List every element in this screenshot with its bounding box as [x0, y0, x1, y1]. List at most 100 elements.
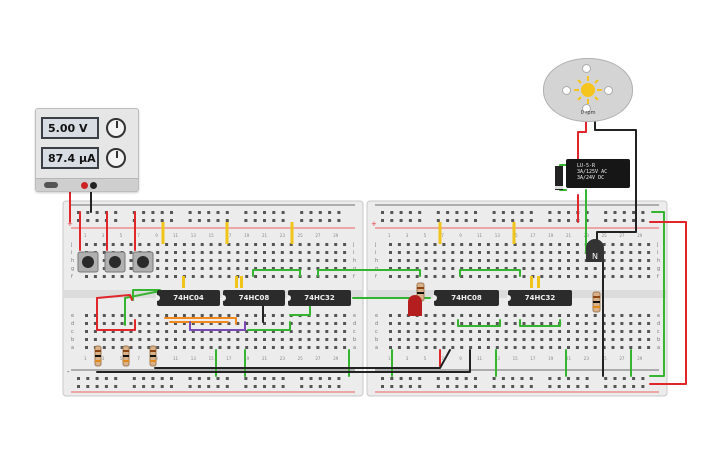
wire-black[interactable] [96, 349, 471, 373]
jumper-yellow[interactable] [512, 222, 516, 244]
rail-hole [604, 219, 608, 222]
jumper-yellow[interactable] [438, 222, 442, 244]
breadboard-hole [406, 338, 410, 341]
wire-red[interactable] [649, 221, 687, 385]
breadboard-hole [147, 346, 151, 349]
breadboard-hole [280, 251, 284, 254]
rail-hole [557, 385, 561, 388]
wire-green[interactable] [459, 269, 521, 277]
chip-74hc08-left[interactable]: 74HC08 [222, 290, 285, 306]
breadboard-hole [504, 275, 508, 278]
chip-74hc32-right[interactable]: 74HC32 [507, 290, 572, 306]
transistor-label: N [592, 252, 598, 261]
negative-jack[interactable] [90, 182, 97, 189]
breadboard-hole [442, 314, 446, 317]
jumper-yellow[interactable] [225, 222, 229, 244]
breadboard-hole [584, 330, 588, 333]
breadboard-hole [469, 346, 473, 349]
current-knob[interactable] [106, 148, 126, 168]
breadboard-hole [495, 259, 499, 262]
chip-74hc08-right[interactable]: 74HC08 [433, 290, 499, 306]
jumper-yellow[interactable] [235, 276, 238, 288]
rail-hole [501, 385, 505, 388]
wire-green[interactable] [317, 269, 421, 277]
breadboard-hole [147, 243, 151, 246]
breadboard-hole [129, 251, 133, 254]
power-supply[interactable]: 5.00 V 87.4 µA [35, 108, 139, 192]
wire-orange[interactable] [164, 317, 237, 325]
breadboard-hole [558, 267, 562, 270]
wire-green[interactable] [247, 321, 291, 331]
wire-red[interactable] [96, 294, 133, 301]
wire-green[interactable] [132, 289, 161, 301]
rail-hole [446, 377, 450, 380]
rail-hole [474, 219, 477, 222]
breadboard-hole [593, 346, 597, 349]
row-letter: a [71, 345, 74, 351]
breadboard-hole [415, 275, 419, 278]
chip-74hc32-left[interactable]: 74HC32 [287, 290, 351, 306]
breadboard-hole [263, 314, 266, 317]
wire-red[interactable] [577, 119, 587, 161]
breadboard-hole [343, 314, 347, 317]
jumper-yellow[interactable] [161, 222, 165, 244]
rail-hole [263, 377, 266, 380]
breadboard-hole [558, 259, 562, 262]
wire-black[interactable] [594, 119, 637, 245]
rail-hole [436, 377, 440, 380]
wire-green[interactable] [457, 319, 501, 327]
breadboard-hole [620, 275, 624, 278]
breadboard-hole [522, 330, 526, 333]
rail-hole [492, 385, 496, 388]
breadboard-hole [575, 275, 579, 278]
wire-purple[interactable] [189, 321, 246, 331]
breadboard-hole [495, 275, 499, 278]
rail-hole [464, 377, 468, 380]
rail-hole [632, 219, 636, 222]
breadboard-hole [638, 314, 642, 317]
breadboard-hole [85, 330, 88, 333]
breadboard-hole [540, 314, 544, 317]
power-switch[interactable] [44, 182, 58, 188]
wire-red[interactable] [96, 297, 136, 331]
diode[interactable] [555, 166, 563, 190]
breadboard-hole [218, 251, 222, 254]
npn-transistor[interactable] [586, 239, 604, 262]
jumper-yellow[interactable] [530, 276, 533, 288]
jumper-yellow[interactable] [240, 276, 243, 288]
chip-74hc04[interactable]: 74HC04 [156, 290, 220, 306]
positive-jack[interactable] [81, 182, 88, 189]
dc-motor[interactable]: 0 rpm [543, 58, 633, 122]
pushbutton-cap[interactable] [82, 256, 94, 268]
wire-green[interactable] [519, 319, 561, 327]
rail-minus-label: - [67, 368, 70, 376]
breadboard-hole [451, 338, 455, 341]
jumper-yellow[interactable] [182, 276, 185, 288]
breadboard-hole [558, 346, 562, 349]
pushbutton-cap[interactable] [109, 256, 121, 268]
wire-black[interactable] [154, 349, 451, 369]
breadboard-hole [478, 251, 481, 254]
wire-green[interactable] [649, 211, 665, 377]
breadboard-hole [307, 322, 311, 325]
jumper-yellow[interactable] [537, 276, 540, 288]
breadboard-hole [85, 322, 88, 325]
jumper-yellow[interactable] [290, 222, 294, 244]
voltage-knob[interactable] [106, 118, 126, 138]
breadboard-hole [138, 346, 142, 349]
breadboard-hole [567, 275, 570, 278]
breadboard-hole [549, 322, 553, 325]
rail-hole [381, 219, 384, 222]
breadboard-hole [504, 346, 508, 349]
relay[interactable]: LU-5-R 3A/125V AC 3A/24V DC [566, 159, 630, 188]
rail-hole [225, 377, 229, 380]
wire-green[interactable] [124, 291, 158, 326]
led-red[interactable] [408, 295, 422, 316]
rail-hole [77, 377, 80, 380]
breadboard-hole [307, 346, 311, 349]
wire-green[interactable] [252, 269, 301, 277]
breadboard-hole [334, 314, 338, 317]
breadboard-hole [298, 259, 302, 262]
breadboard-hole [138, 314, 142, 317]
pushbutton-cap[interactable] [137, 256, 149, 268]
